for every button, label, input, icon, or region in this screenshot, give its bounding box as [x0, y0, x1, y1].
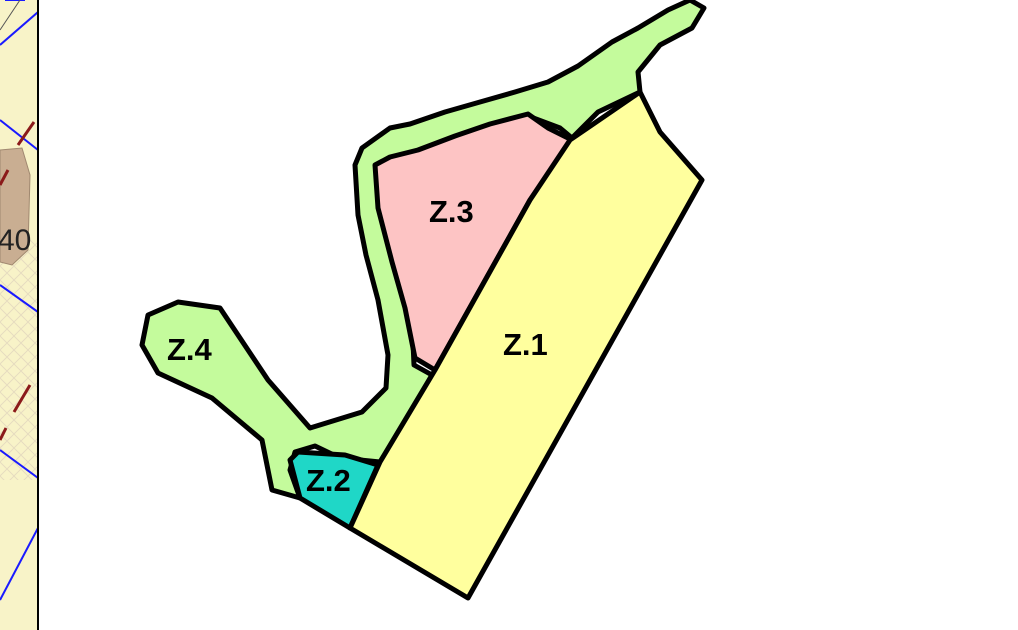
zone-z2-label: Z.2 — [306, 463, 351, 498]
adjacent-boundary-ticks — [0, 121, 36, 441]
zone-z4-label: Z.4 — [167, 332, 213, 367]
adjacent-grid-lines — [0, 0, 38, 601]
adjacent-diagonal — [0, 0, 21, 31]
zone-z1-polygon — [347, 89, 705, 601]
adjacent-sheet-hatch — [0, 240, 38, 480]
adjacent-map-sheet: 40 — [0, 0, 38, 630]
adjacent-sheet-label: 40 — [0, 224, 31, 257]
zone-z1-label: Z.1 — [503, 327, 548, 362]
zone-z3-label: Z.3 — [429, 194, 474, 229]
adjacent-parcel — [0, 147, 31, 266]
